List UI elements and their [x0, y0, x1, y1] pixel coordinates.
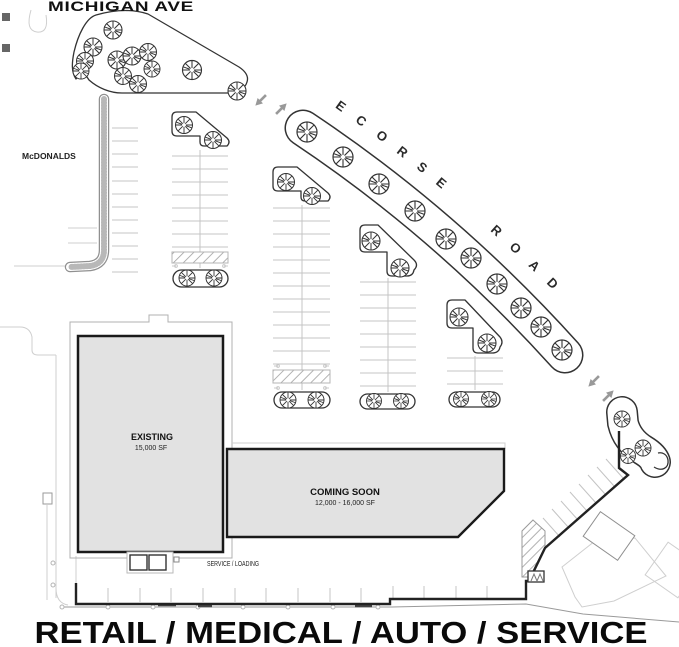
tree-icon	[122, 46, 142, 66]
tree-icon	[477, 333, 497, 353]
hatched-area	[521, 519, 546, 578]
coming-soon-building	[225, 447, 506, 539]
parking-row-west	[112, 127, 138, 273]
tree-icon	[138, 42, 158, 62]
tree-icon	[128, 74, 148, 94]
tree-icon	[302, 186, 322, 206]
neighbor-buildings	[561, 510, 679, 608]
light-pole-marks	[172, 264, 329, 390]
left-edge-marker	[2, 44, 10, 52]
tree-icon	[390, 258, 410, 278]
left-edge-marker	[2, 13, 10, 21]
tree-icon	[307, 391, 325, 409]
hatched-island	[272, 369, 331, 384]
existing-building-area: 15,000 SF	[135, 445, 167, 452]
utility-box	[42, 492, 53, 505]
dock-marker	[173, 556, 180, 563]
tree-icon	[72, 62, 90, 80]
coming-soon-area: 12,000 - 16,000 SF	[315, 500, 375, 507]
tree-icon	[181, 59, 203, 81]
parking-row-diagonal	[542, 458, 624, 538]
tree-icon	[634, 439, 652, 457]
tree-icon	[361, 231, 381, 251]
tree-icon	[296, 121, 318, 143]
tree-icon	[276, 172, 296, 192]
tree-icon	[227, 81, 247, 101]
mcdonalds-drive-curb	[64, 93, 110, 273]
curb-return-curve	[28, 9, 48, 33]
island-curl	[653, 452, 669, 470]
service-loading-label: SERVICE / LOADING	[207, 561, 259, 568]
tree-icon	[203, 130, 223, 150]
tree-icon	[449, 307, 469, 327]
hatch-strips	[171, 251, 331, 390]
coming-soon-label: COMING SOON	[310, 487, 380, 498]
parking-row-1	[172, 150, 228, 268]
direction-arrow-icon	[585, 373, 602, 390]
neighbor-building-outline	[582, 510, 636, 562]
parking-row-3	[360, 278, 416, 392]
dock-door	[148, 554, 167, 571]
neighbor-building-outline	[644, 541, 679, 599]
loading-docks	[126, 551, 180, 574]
tree-icon	[620, 448, 636, 464]
south-curb-line	[60, 603, 679, 623]
site-boundary-layer	[74, 431, 630, 606]
tree-icon	[178, 269, 196, 287]
tree-icon	[366, 393, 382, 409]
parking-row-2	[273, 205, 330, 390]
tree-icon	[613, 410, 631, 428]
banner-text: RETAIL / MEDICAL / AUTO / SERVICE	[35, 615, 648, 647]
tree-icon	[551, 339, 573, 361]
parking-stalls	[107, 127, 624, 602]
tree-icon	[113, 66, 133, 86]
tree-icon	[393, 393, 409, 409]
tree-icon	[103, 20, 123, 40]
site-boundary	[74, 431, 630, 606]
tree-icon	[486, 273, 508, 295]
existing-building	[76, 334, 225, 554]
street-label-michigan-ave: MICHIGAN AVE	[48, 0, 194, 14]
dock-door	[129, 554, 148, 571]
dock-box-se	[527, 570, 545, 583]
tree-icon	[143, 60, 161, 78]
tree-icon	[510, 297, 532, 319]
tree-icon	[435, 228, 457, 250]
tree-icon	[481, 391, 497, 407]
tree-icon	[530, 316, 552, 338]
tree-icon	[460, 247, 482, 269]
existing-building-label: EXISTING	[131, 432, 173, 442]
existing-building-sidewalk	[69, 314, 233, 559]
tree-icon	[279, 391, 297, 409]
buildings-layer	[69, 314, 506, 574]
street-label-ecorse-road: ECORSE ROAD	[333, 97, 573, 303]
hatched-island	[171, 251, 229, 264]
tree-icon	[332, 146, 354, 168]
tree-icon	[368, 173, 390, 195]
mcdonalds-label: McDONALDS	[22, 151, 76, 161]
tree-icon	[174, 115, 194, 135]
tree-icon	[404, 200, 426, 222]
direction-arrow-icon	[273, 100, 290, 117]
coming-soon-canopy-line	[232, 442, 506, 449]
direction-arrow-icon	[252, 92, 269, 109]
parking-row-south	[107, 586, 488, 602]
curb-bollards	[50, 560, 381, 610]
parking-row-4	[447, 356, 503, 390]
tree-icon	[205, 269, 223, 287]
tree-icon	[453, 391, 469, 407]
